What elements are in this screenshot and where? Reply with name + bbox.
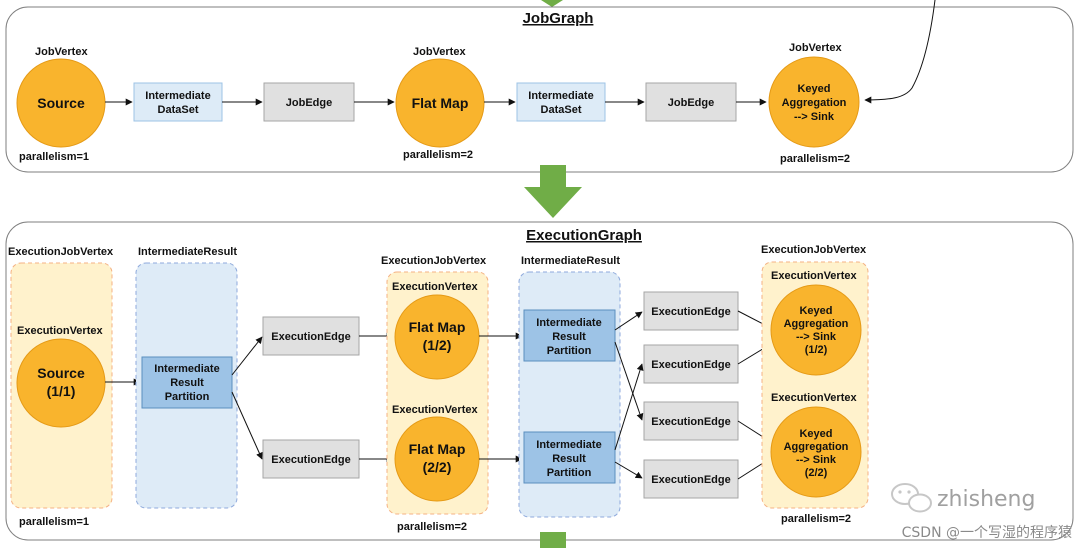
job-vertex-source-label: Source (37, 95, 85, 111)
job-vertex-sink-line3: --> Sink (794, 111, 835, 123)
ev-flatmap-1-line2: (1/2) (423, 337, 452, 353)
execution-edge-right-3 (643, 401, 739, 441)
ev-parallelism-flatmap: parallelism=2 (397, 521, 467, 533)
wechat-icon (891, 483, 932, 513)
ir-partition-2a-line1: Intermediate (536, 317, 601, 329)
transform-green-arrow (524, 165, 582, 218)
intermediate-dataset-1-line1: Intermediate (145, 90, 210, 102)
ev-label-sink1: ExecutionVertex (771, 270, 857, 282)
job-vertex-sink-line2: Aggregation (782, 97, 847, 109)
ir-partition-2b-line3: Partition (547, 467, 592, 479)
ev-sink-2-line1: Keyed (799, 428, 832, 440)
job-edge-2 (645, 82, 737, 122)
ejv-header-source: ExecutionJobVertex (8, 246, 114, 258)
execution-graph-title: ExecutionGraph (526, 227, 642, 244)
ir-partition-2a (523, 309, 616, 362)
exec-arrow-p2a-to-edge-r1 (614, 311, 643, 331)
ev-sink-2 (770, 406, 862, 498)
intermediate-dataset-2-line1: Intermediate (528, 90, 593, 102)
top-green-arrow-fragment (541, 0, 563, 7)
exec-arrow-p2b-to-edge-r2 (614, 363, 644, 451)
execution-edge-right-2 (643, 344, 739, 384)
ir-partition-1-line2: Result (170, 377, 204, 389)
ir-partition-1 (141, 356, 233, 409)
ir-header-2: IntermediateResult (521, 255, 620, 267)
ev-sink-2-line4: (2/2) (805, 467, 828, 479)
job-vertex-label-sink: JobVertex (789, 42, 842, 54)
job-edge-1-label: JobEdge (286, 97, 332, 109)
ir-header-1: IntermediateResult (138, 246, 237, 258)
ev-source-line1: Source (37, 365, 85, 381)
ev-sink-1-line1: Keyed (799, 305, 832, 317)
job-graph-title: JobGraph (523, 10, 594, 27)
job-vertex-label-flatmap: JobVertex (413, 46, 466, 58)
ir-partition-2b (523, 431, 616, 484)
ev-sink-1-line3: --> Sink (796, 331, 837, 343)
execution-edge-left-1-label: ExecutionEdge (271, 331, 350, 343)
execution-edge-right-4-label: ExecutionEdge (651, 474, 730, 486)
exec-arrow-partition-to-edge-1 (231, 336, 263, 376)
job-vertex-flatmap (395, 58, 485, 148)
execution-edge-right-3-label: ExecutionEdge (651, 416, 730, 428)
execution-edge-right-4 (643, 459, 739, 499)
ev-flatmap-1-line1: Flat Map (409, 319, 466, 335)
job-edge-2-label: JobEdge (668, 97, 714, 109)
ev-label-source: ExecutionVertex (17, 325, 103, 337)
intermediate-dataset-1-line2: DataSet (158, 104, 199, 116)
execution-edge-right-2-label: ExecutionEdge (651, 359, 730, 371)
exec-arrow-partition-to-edge-2 (231, 391, 263, 460)
ir-partition-2a-line2: Result (552, 331, 586, 343)
ev-parallelism-source: parallelism=1 (19, 516, 89, 528)
job-vertex-sink (768, 56, 860, 148)
ev-sink-1-line2: Aggregation (784, 318, 849, 330)
ev-source (16, 338, 106, 428)
ir-partition-1-line1: Intermediate (154, 363, 219, 375)
execution-edge-left-2 (262, 439, 360, 479)
ev-source-line2: (1/1) (47, 383, 76, 399)
job-edge-1 (263, 82, 355, 122)
job-vertex-flatmap-label: Flat Map (412, 95, 469, 111)
ev-flatmap-2-line1: Flat Map (409, 441, 466, 457)
ir-partition-2b-line2: Result (552, 453, 586, 465)
ev-label-sink2: ExecutionVertex (771, 392, 857, 404)
ejv-header-sink: ExecutionJobVertex (761, 244, 867, 256)
ev-sink-2-line2: Aggregation (784, 441, 849, 453)
ejv-header-flatmap: ExecutionJobVertex (381, 255, 487, 267)
watermark: zhisheng CSDN @一个写湿的程序猿 (891, 483, 1072, 541)
job-parallelism-sink: parallelism=2 (780, 153, 850, 165)
job-vertex-sink-line1: Keyed (797, 83, 830, 95)
job-parallelism-flatmap: parallelism=2 (403, 149, 473, 161)
execution-edge-right-1-label: ExecutionEdge (651, 306, 730, 318)
ev-label-fm2: ExecutionVertex (392, 404, 478, 416)
ir-partition-2a-line3: Partition (547, 345, 592, 357)
ev-parallelism-sink: parallelism=2 (781, 513, 851, 525)
ir-partition-2b-line1: Intermediate (536, 439, 601, 451)
ev-sink-1-line4: (1/2) (805, 344, 828, 356)
job-parallelism-source: parallelism=1 (19, 151, 89, 163)
job-vertex-label-source: JobVertex (35, 46, 88, 58)
execution-edge-right-1 (643, 291, 739, 331)
job-vertex-source (16, 58, 106, 148)
execution-edge-left-1 (262, 316, 360, 356)
watermark-brand: zhisheng (937, 487, 1035, 512)
ev-flatmap-1 (394, 294, 480, 380)
ev-sink-1 (770, 284, 862, 376)
ev-flatmap-2-line2: (2/2) (423, 459, 452, 475)
intermediate-dataset-1 (133, 82, 223, 122)
exec-arrow-p2b-to-edge-r4 (614, 461, 643, 479)
execution-edge-left-2-label: ExecutionEdge (271, 454, 350, 466)
ir-partition-1-line3: Partition (165, 391, 210, 403)
ev-sink-2-line3: --> Sink (796, 454, 837, 466)
exec-arrow-p2a-to-edge-r3 (614, 341, 644, 421)
bottom-green-arrow-fragment (540, 532, 566, 548)
watermark-credit: CSDN @一个写湿的程序猿 (902, 525, 1072, 541)
intermediate-dataset-2 (516, 82, 606, 122)
ev-label-fm1: ExecutionVertex (392, 281, 478, 293)
feedback-edge (864, 0, 936, 104)
intermediate-dataset-2-line2: DataSet (541, 104, 582, 116)
